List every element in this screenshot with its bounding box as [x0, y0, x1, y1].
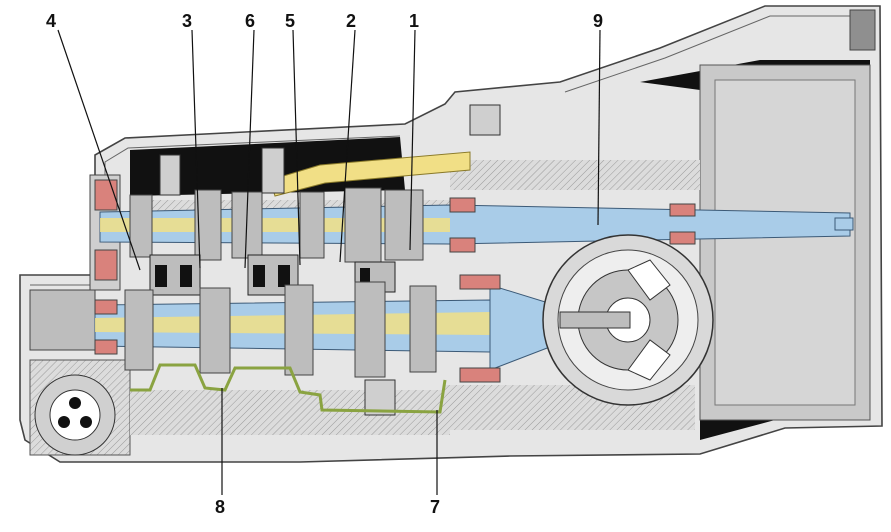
- callout-9: 9: [593, 11, 604, 31]
- callout-4: 4: [46, 11, 57, 31]
- callout-1: 1: [409, 11, 420, 31]
- callout-6: 6: [245, 11, 256, 31]
- callout-2: 2: [346, 11, 357, 31]
- callout-3: 3: [182, 11, 193, 31]
- callout-8: 8: [215, 497, 226, 517]
- oil-guide-plate: [130, 363, 447, 414]
- callout-5: 5: [285, 11, 296, 31]
- callout-7: 7: [430, 497, 441, 517]
